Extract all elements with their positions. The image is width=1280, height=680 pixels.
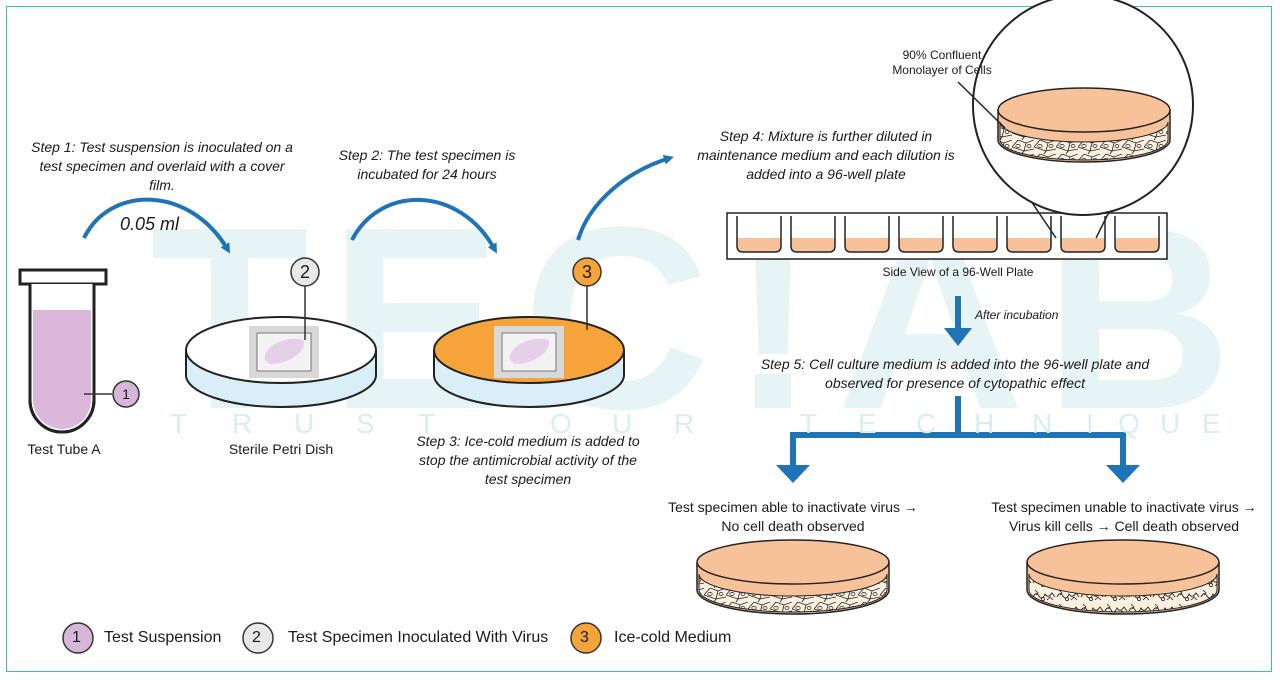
marker-2-dish [290, 257, 320, 287]
step5-text: Step 5: Cell culture medium is added int… [760, 356, 1150, 391]
step1-arrow [82, 197, 231, 254]
plate-label: Side View of a 96-Well Plate [882, 265, 1034, 279]
legend-circle-2 [242, 622, 274, 654]
marker-1-tube [112, 380, 140, 408]
test-tube-label: Test Tube A [27, 441, 101, 457]
well-plate-side-view [726, 212, 1168, 260]
legend-label-3: Ice-cold Medium [614, 629, 732, 646]
step2-text: Step 2: The test specimen is incubated f… [338, 147, 516, 182]
test-tube-a [18, 268, 112, 434]
marker-3-dish [572, 257, 602, 287]
plate-well [736, 216, 782, 253]
legend-circle-1 [62, 622, 94, 654]
result-dish-cell-death [1026, 539, 1220, 615]
legend-num-2: 2 [252, 629, 261, 646]
petri-dish-label: Sterile Petri Dish [228, 441, 334, 457]
plate-well [844, 216, 890, 253]
legend-num-1: 1 [72, 629, 81, 646]
ice-medium-dish [433, 284, 625, 408]
marker-1-number: 1 [122, 386, 130, 402]
volume-label: 0.05 ml [120, 214, 180, 234]
result-left-text: Test specimen able to inactivate virus →… [668, 499, 918, 534]
diagram-frame [6, 6, 1272, 672]
step4-text: Step 4: Mixture is further diluted in ma… [697, 128, 955, 182]
legend-label-1: Test Suspension [104, 629, 222, 646]
marker-2-number: 2 [299, 262, 310, 282]
legend-num-3: 3 [580, 629, 589, 646]
after-incubation-arrow [944, 296, 972, 346]
step3-text: Step 3: Ice-cold medium is added to stop… [416, 433, 640, 487]
legend-label-2: Test Specimen Inoculated With Virus [288, 629, 549, 646]
sterile-petri-dish [185, 284, 377, 408]
step2-arrow [350, 197, 497, 254]
magnifier-callout [957, 0, 1194, 239]
plate-well [952, 216, 998, 253]
plate-well [1114, 216, 1160, 253]
plate-well [1006, 216, 1052, 253]
result-right-text: Test specimen unable to inactivate virus… [991, 499, 1257, 534]
after-incubation-text: After incubation [975, 308, 1059, 322]
legend-circle-3 [570, 622, 602, 654]
plate-well [1060, 216, 1106, 253]
result-dish-no-death [696, 539, 890, 615]
plate-well [790, 216, 836, 253]
branch-arrows [776, 396, 1140, 483]
plate-well [898, 216, 944, 253]
step4-arrow [576, 154, 674, 241]
step1-text: Step 1: Test suspension is inoculated on… [31, 139, 293, 193]
marker-3-number: 3 [581, 262, 592, 282]
